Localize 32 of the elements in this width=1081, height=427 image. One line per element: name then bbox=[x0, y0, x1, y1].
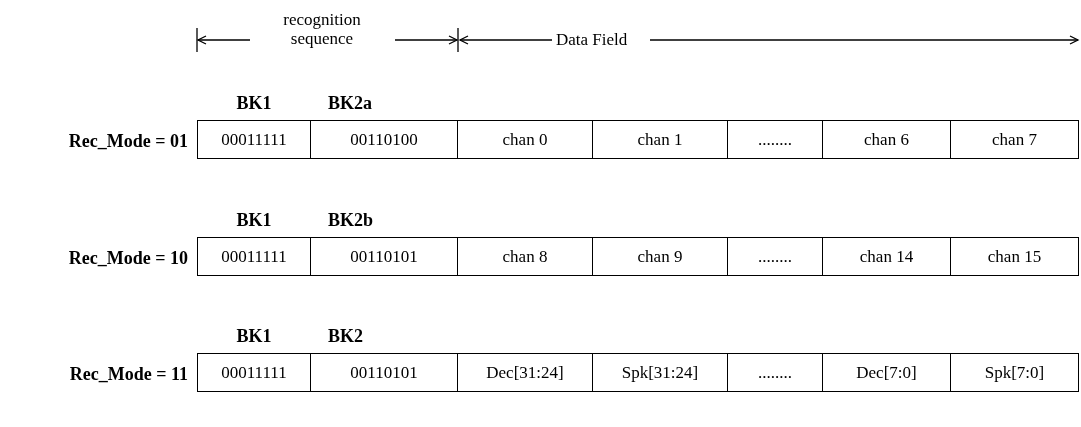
row-label: Rec_Mode = 11 bbox=[68, 363, 188, 386]
block-label: BK1 bbox=[235, 92, 273, 115]
field-cell: 00110101 bbox=[310, 353, 458, 392]
field-cell: chan 15 bbox=[950, 237, 1079, 276]
block-label: BK2a bbox=[328, 92, 372, 115]
field-cell: ........ bbox=[727, 120, 823, 159]
field-cell: chan 7 bbox=[950, 120, 1079, 159]
field-cell: chan 0 bbox=[457, 120, 593, 159]
field-cell: Spk[31:24] bbox=[592, 353, 728, 392]
block-label: BK2b bbox=[328, 209, 374, 232]
block-label: BK2 bbox=[328, 325, 363, 348]
field-cell: chan 6 bbox=[822, 120, 951, 159]
block-label: BK1 bbox=[235, 209, 273, 232]
field-cell: chan 8 bbox=[457, 237, 593, 276]
field-cell: Spk[7:0] bbox=[950, 353, 1079, 392]
field-cell: 00110101 bbox=[310, 237, 458, 276]
field-cell: 00110100 bbox=[310, 120, 458, 159]
field-cell: chan 14 bbox=[822, 237, 951, 276]
block-label: BK1 bbox=[235, 325, 273, 348]
field-cell: ........ bbox=[727, 237, 823, 276]
row-label: Rec_Mode = 01 bbox=[67, 130, 188, 153]
dimension-label: Data Field bbox=[556, 30, 628, 50]
field-cell: 00011111 bbox=[197, 120, 311, 159]
field-cell: ........ bbox=[727, 353, 823, 392]
field-cell: 00011111 bbox=[197, 237, 311, 276]
field-cell: Dec[31:24] bbox=[457, 353, 593, 392]
row-label: Rec_Mode = 10 bbox=[67, 247, 188, 270]
dimension-label: recognition sequence bbox=[282, 10, 362, 48]
field-cell: Dec[7:0] bbox=[822, 353, 951, 392]
field-cell: chan 1 bbox=[592, 120, 728, 159]
field-cell: 00011111 bbox=[197, 353, 311, 392]
field-cell: chan 9 bbox=[592, 237, 728, 276]
